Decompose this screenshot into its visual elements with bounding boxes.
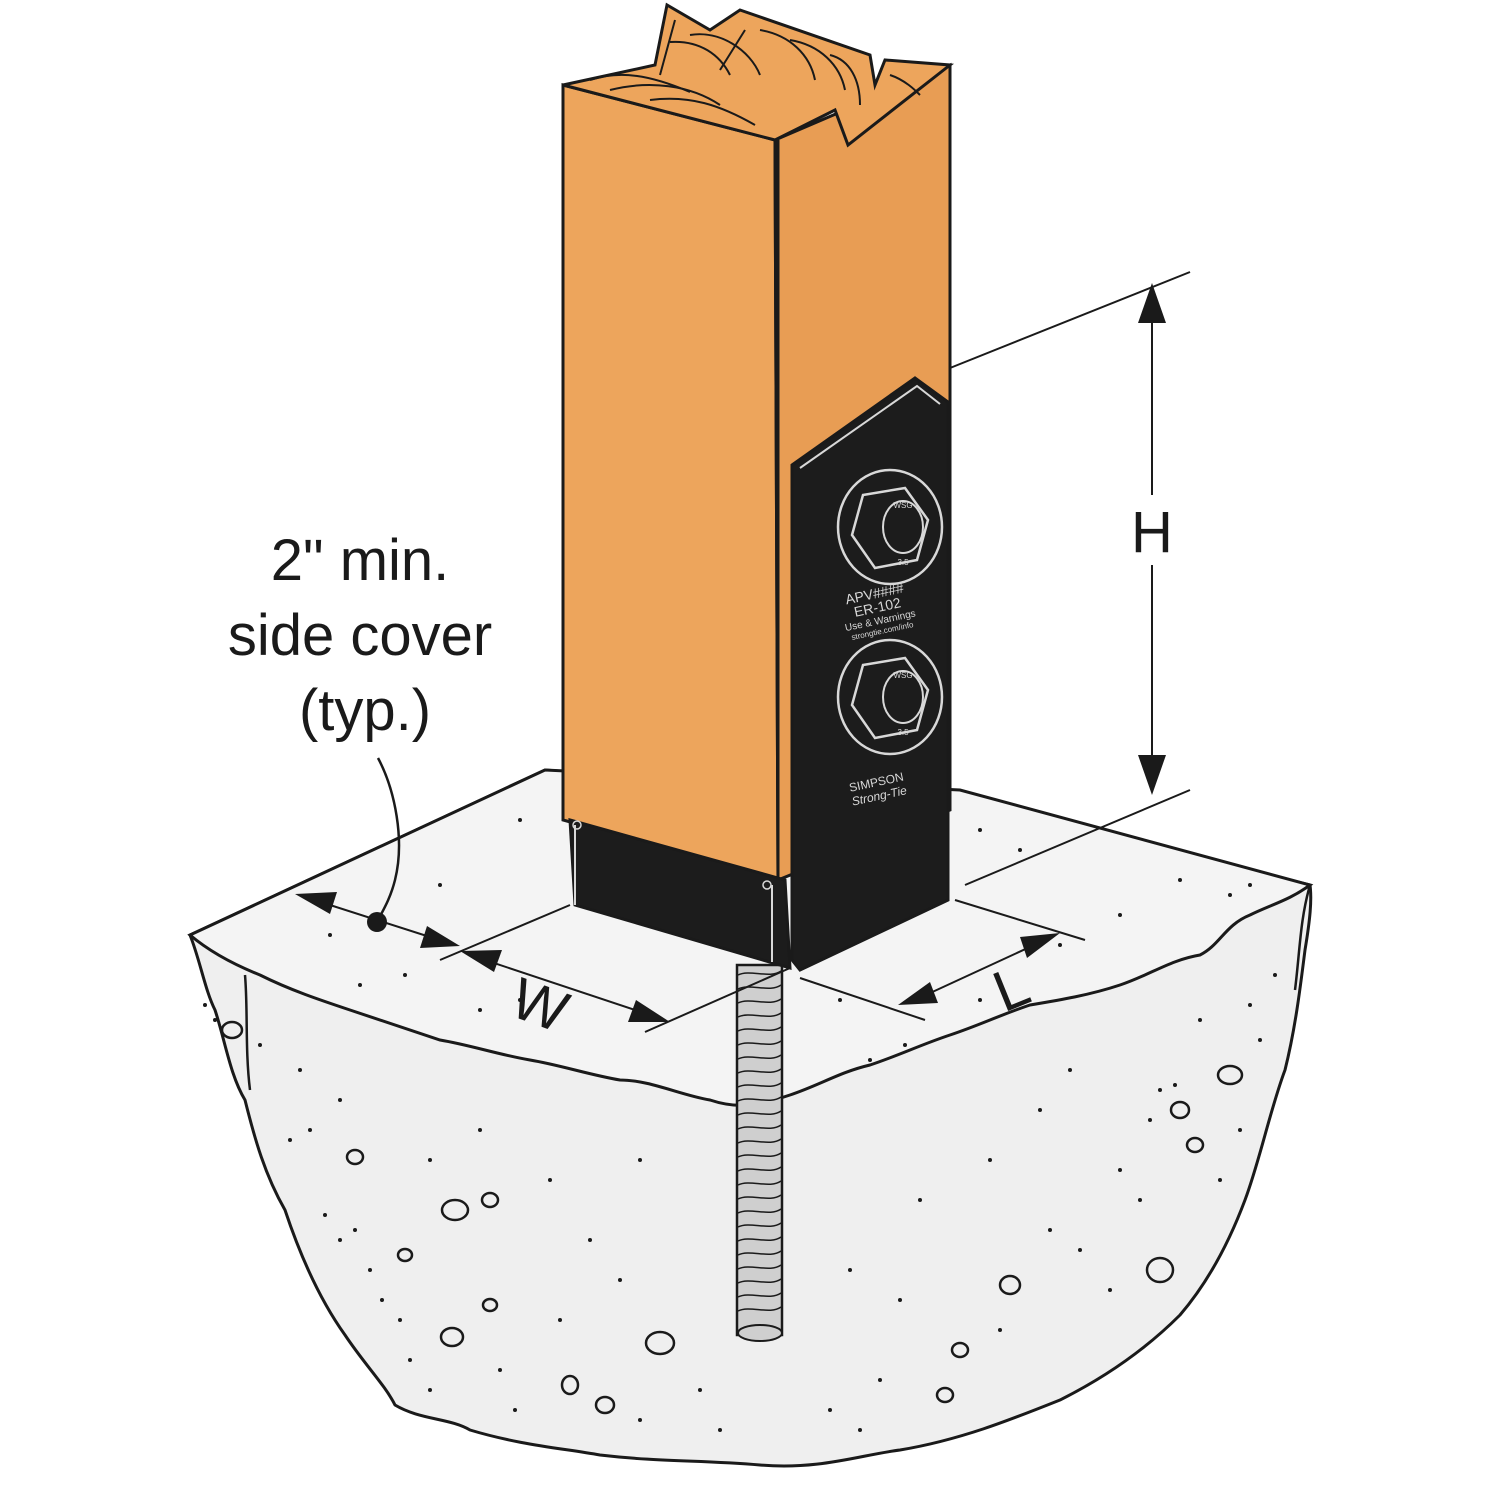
rod-thread [737,1012,782,1018]
footing-edge-right [1293,884,1312,991]
length-extension-right [954,899,1086,941]
plate-markings: APV#### ER-102 Use & Warnings strongtie.… [844,579,917,642]
post-front-face [561,83,780,882]
rod-thread [737,1278,782,1284]
width-arrow-left [460,950,502,972]
rod-thread [737,1236,782,1242]
rod-thread [737,1082,782,1088]
dimension-width [439,904,791,1033]
bolt-upper-top-text: WSG [893,501,912,510]
footing-edge [243,974,252,1091]
rod-thread [737,1264,782,1270]
length-extension-left [799,977,926,1021]
rod-thread [737,1292,782,1298]
height-arrow-top [1138,283,1166,323]
rod-thread [737,1040,782,1046]
rod-thread [737,1208,782,1214]
rod-thread [737,1194,782,1200]
rod-thread [737,1026,782,1032]
rod-thread [737,1180,782,1186]
post-end-grain [562,2,954,148]
callout-line1: 2" min. [271,528,450,593]
aggregate-stones [220,1020,1244,1415]
concrete-speckles [203,818,1277,1432]
rod-thread [737,1096,782,1102]
length-dimension-line [914,939,1046,1001]
rod-thread [737,1306,782,1312]
bolt-lower: WSG 3.5 [836,638,944,756]
width-extension-left [439,904,571,961]
width-arrow-right [628,1000,670,1022]
width-extension-right [644,967,791,1033]
width-dimension-line [469,954,651,1016]
bolt-lower-top-text: WSG [893,671,912,680]
rod-thread [737,1124,782,1130]
dimension-height [949,271,1191,886]
rod-thread [737,1054,782,1060]
rod-thread [737,1138,782,1144]
threaded-anchor-rod [735,963,784,1342]
bolt-upper: WSG 3.5 [836,468,944,586]
height-extension-top [949,271,1191,369]
callout-line2: side cover [228,603,492,668]
side-cover-callout: 2" min. side cover (typ.) [228,528,492,932]
rod-thread [737,984,782,990]
side-cover-arrow-left [295,892,337,914]
length-arrow-right [1020,933,1060,958]
height-arrow-bottom [1138,755,1166,795]
callout-dot [367,912,387,932]
end-grain-lines [589,19,921,126]
callout-line3: (typ.) [299,678,431,743]
length-arrow-left [898,982,938,1005]
rod-thread [737,1068,782,1074]
height-label: H [1131,500,1173,565]
rod-thread [737,1152,782,1158]
rod-thread [737,1166,782,1172]
rod-thread [737,1222,782,1228]
dimension-length [799,899,1086,1021]
callout-leader-line [375,757,401,923]
side-cover-arrow-right [420,926,460,948]
rod-thread [737,998,782,1004]
rod-threads [737,970,782,1312]
bolt-upper-bottom-text: 3.5 [897,558,909,567]
height-label-bg [1128,495,1178,565]
side-cover-dimension [295,892,460,948]
post-base-bracket: WSG 3.5 WSG 3.5 APV#### ER-102 Use & War… [568,376,950,972]
rod-thread [737,1110,782,1116]
bolt-lower-bottom-text: 3.5 [897,728,909,737]
rod-thread [737,1250,782,1256]
height-extension-bottom [964,789,1191,886]
